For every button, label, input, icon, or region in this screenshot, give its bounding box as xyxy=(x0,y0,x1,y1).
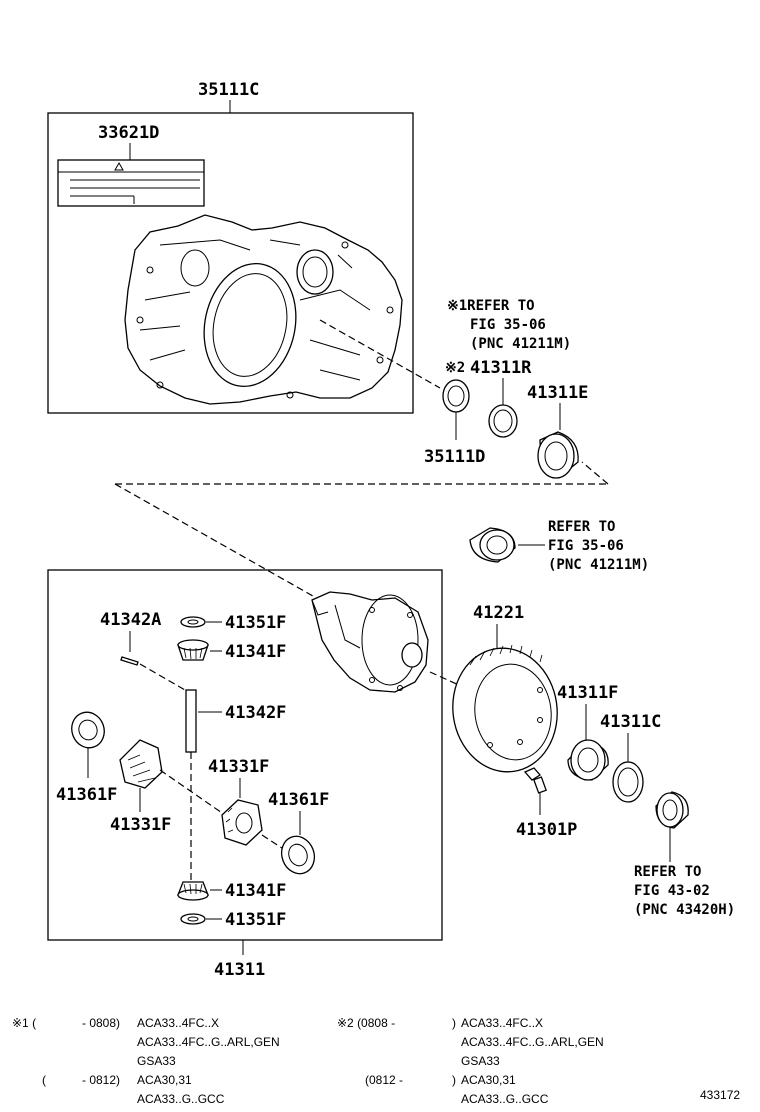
side-gear-41331F-left[interactable] xyxy=(119,739,163,789)
note2b-model-2: ACA33..G..GCC xyxy=(461,1092,549,1106)
note2b-close: ) xyxy=(452,1073,456,1087)
label-41351F-top[interactable]: 41351F xyxy=(225,613,286,633)
ref-mid-line1: REFER TO xyxy=(548,519,615,535)
note2-model-1: ACA33..4FC..X xyxy=(461,1016,544,1030)
note1-model-2: ACA33..4FC..G..ARL,GEN xyxy=(137,1035,280,1049)
note1b-model-1: ACA30,31 xyxy=(137,1073,192,1087)
note1b-range: - 0812) xyxy=(82,1073,121,1087)
thrust-washer-41351F-top[interactable] xyxy=(180,616,206,628)
note2b-mark: (0812 - xyxy=(365,1073,404,1087)
label-41311E[interactable]: 41311E xyxy=(527,383,588,403)
pin-41342A[interactable] xyxy=(120,656,139,666)
ref-bot-line3: (PNC 43420H) xyxy=(634,902,735,918)
note2-mark: ※2 (0808 - xyxy=(337,1016,396,1030)
label-41301P[interactable]: 41301P xyxy=(516,820,577,840)
thrust-washer-41351F-bottom[interactable] xyxy=(180,913,206,925)
label-41361F-right[interactable]: 41361F xyxy=(268,790,329,810)
ref-bot-line1: REFER TO xyxy=(634,864,701,880)
note1b-model-2: ACA33..G..GCC xyxy=(137,1092,225,1106)
label-41342F[interactable]: 41342F xyxy=(225,703,286,723)
label-41221[interactable]: 41221 xyxy=(473,603,524,623)
oil-seal-35111D[interactable] xyxy=(442,379,470,413)
note2-close: ) xyxy=(452,1016,456,1030)
ref1-line1: ※1REFER TO xyxy=(447,298,535,314)
ref-mid-line2: FIG 35-06 xyxy=(548,538,624,554)
note1-mark: ※1 ( xyxy=(12,1016,37,1030)
figure-id: 433172 xyxy=(700,1088,741,1102)
label-35111C[interactable]: 35111C xyxy=(198,80,259,100)
label-41341F-top[interactable]: 41341F xyxy=(225,642,286,662)
label-41351F-bottom[interactable]: 41351F xyxy=(225,910,286,930)
pinion-shaft-41342F[interactable] xyxy=(185,689,197,753)
shim-41311C[interactable] xyxy=(612,761,644,803)
ref2-mark: ※2 xyxy=(445,360,465,376)
note1-range: - 0808) xyxy=(82,1016,121,1030)
label-33621D[interactable]: 33621D xyxy=(98,123,159,143)
bolt-41301P[interactable] xyxy=(523,767,547,794)
thrust-washer-41361F-left[interactable] xyxy=(67,708,109,753)
label-41361F-left[interactable]: 41361F xyxy=(56,785,117,805)
note2b-model-1: ACA30,31 xyxy=(461,1073,516,1087)
differential-group-box xyxy=(47,569,443,941)
ring-gear-41221[interactable] xyxy=(445,641,565,778)
note1b-mark: ( xyxy=(42,1073,46,1087)
label-41341F-bottom[interactable]: 41341F xyxy=(225,881,286,901)
caution-label-33621D xyxy=(57,159,205,207)
label-41331F-b[interactable]: 41331F xyxy=(110,815,171,835)
ref1-line3: (PNC 41211M) xyxy=(470,336,571,352)
label-41342A[interactable]: 41342A xyxy=(100,610,161,630)
label-41311C[interactable]: 41311C xyxy=(600,712,661,732)
label-41331F-a[interactable]: 41331F xyxy=(208,757,269,777)
label-35111D[interactable]: 35111D xyxy=(424,447,485,467)
label-41311R[interactable]: 41311R xyxy=(470,358,532,378)
pinion-gear-41341F-top[interactable] xyxy=(177,639,209,661)
shim-41311R[interactable] xyxy=(488,404,518,438)
note2-model-3: GSA33 xyxy=(461,1054,500,1068)
bearing-41311E[interactable] xyxy=(537,431,579,479)
pinion-gear-41341F-bottom[interactable] xyxy=(177,881,209,901)
ref-bot-line2: FIG 43-02 xyxy=(634,883,710,899)
label-41311F[interactable]: 41311F xyxy=(557,683,618,703)
note2-model-2: ACA33..4FC..G..ARL,GEN xyxy=(461,1035,604,1049)
note1-model-3: GSA33 xyxy=(137,1054,176,1068)
bearing-ref-41211M[interactable] xyxy=(469,527,516,563)
note1-model-1: ACA33..4FC..X xyxy=(137,1016,220,1030)
bearing-ref-43420H[interactable] xyxy=(655,791,689,829)
label-41311[interactable]: 41311 xyxy=(214,960,265,980)
applicability-notes: ※1 ( - 0808) ACA33..4FC..X ACA33..4FC..G… xyxy=(0,1012,760,1112)
side-gear-41331F-right[interactable] xyxy=(221,799,263,846)
ref1-line2: FIG 35-06 xyxy=(470,317,546,333)
ref-mid-line3: (PNC 41211M) xyxy=(548,557,649,573)
bearing-41311F[interactable] xyxy=(567,739,609,781)
transaxle-housing-35111C[interactable] xyxy=(124,214,403,405)
thrust-washer-41361F-right[interactable] xyxy=(276,832,319,879)
differential-case[interactable] xyxy=(311,591,429,693)
